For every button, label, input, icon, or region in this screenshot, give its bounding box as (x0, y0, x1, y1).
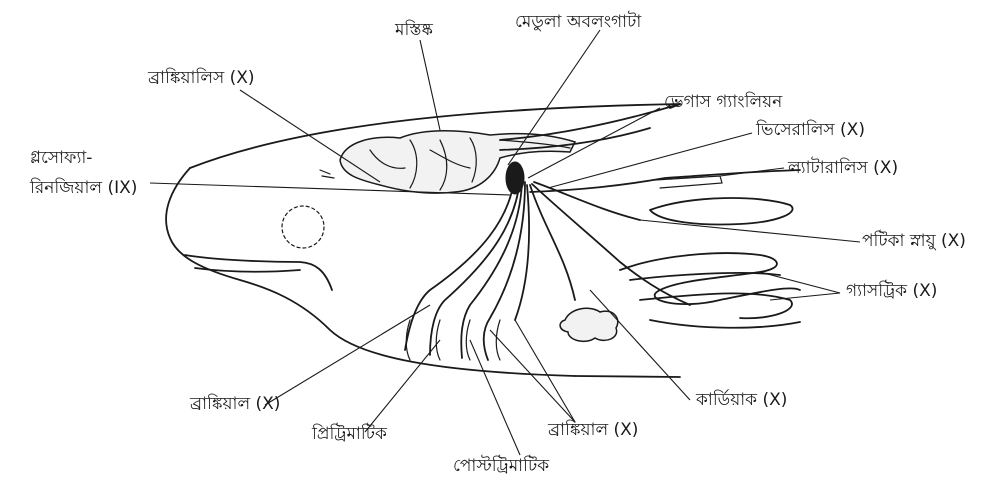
lateral-nerve (530, 170, 800, 192)
lateralis-label: ল্যাটারালিস (X) (788, 160, 898, 177)
posttrematic-label: পোস্টট্রিমাটিক (453, 458, 549, 475)
medulla-label: মেডুলা অবলংগাটা (515, 14, 641, 31)
gastric-label: গ্যাসট্রিক (X) (846, 283, 937, 300)
heart-shape (560, 308, 618, 341)
gastric-loops (620, 198, 800, 328)
patika-snayu-label: পটিকা স্নায়ু (X) (862, 233, 966, 250)
visceralis-label: ভিসেরালিস (X) (756, 122, 865, 139)
branchial-bottom-label: ব্রাঙ্কিয়াল (X) (548, 422, 638, 439)
pretrematic-label: প্রিট্রিমাটিক (312, 426, 387, 443)
vagus-ganglion-label: ভেগাস গ্যাংলিয়ন (664, 94, 782, 111)
glossopharyngeal-label-line2: রিনজিয়াল (IX) (30, 180, 137, 197)
cardiac-label: কার্ডিয়াক (X) (696, 392, 787, 409)
branchialis-top-label: ব্রাঙ্কিয়ালিস (X) (148, 70, 255, 87)
brain-label: মস্তিষ্ক (395, 22, 433, 39)
glossopharyngeal-label-line1: গ্লসোফ্যা- (30, 150, 92, 167)
branchial-left-label: ব্রাঙ্কিয়াল (X) (190, 396, 280, 413)
